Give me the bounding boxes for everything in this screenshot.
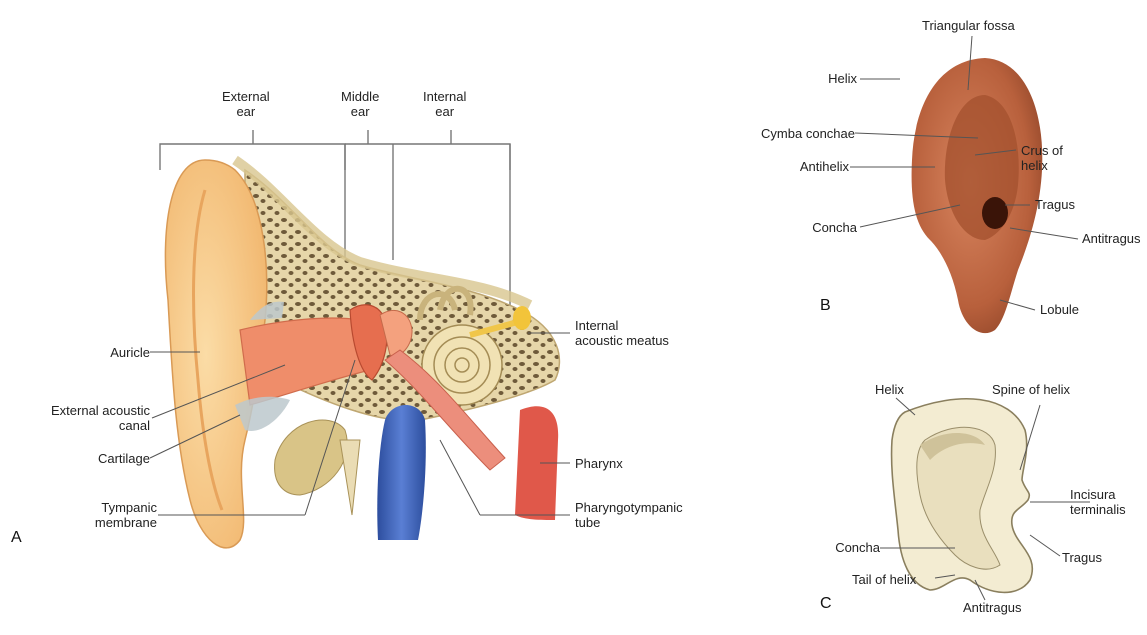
styloid-process — [340, 440, 360, 515]
label-external-ear-line1: External — [222, 89, 270, 104]
internal-ear-bracket — [393, 144, 510, 170]
label-middle-ear: Middle ear — [341, 89, 379, 119]
label-crus-line2: helix — [1021, 158, 1063, 173]
label-incisura-line1: Incisura — [1070, 487, 1126, 502]
label-internal-ear: Internal ear — [423, 89, 466, 119]
label-lobule: Lobule — [1040, 302, 1079, 317]
label-eac-line2: canal — [51, 418, 150, 433]
label-internal-acoustic-meatus: Internal acoustic meatus — [575, 318, 669, 348]
label-external-ear-line2: ear — [222, 104, 270, 119]
label-iam-line2: acoustic meatus — [575, 333, 669, 348]
label-helix-b: Helix — [828, 71, 857, 86]
label-helix-c: Helix — [875, 382, 904, 397]
label-cartilage: Cartilage — [98, 451, 150, 466]
label-external-ear: External ear — [222, 89, 270, 119]
panel-letter-a: A — [11, 530, 22, 545]
label-external-acoustic-canal: External acoustic canal — [51, 403, 150, 433]
label-cymba-conchae: Cymba conchae — [761, 126, 855, 141]
label-antitragus-c: Antitragus — [963, 600, 1022, 615]
label-tragus-c: Tragus — [1062, 550, 1102, 565]
label-crus-line1: Crus of — [1021, 143, 1063, 158]
label-antitragus-b: Antitragus — [1082, 231, 1141, 246]
ear-photo-canal — [982, 197, 1008, 229]
label-tragus-b: Tragus — [1035, 197, 1075, 212]
label-concha-b: Concha — [812, 220, 857, 235]
label-tympanic-line1: Tympanic — [95, 500, 157, 515]
label-eac-line1: External acoustic — [51, 403, 150, 418]
label-ptt-line2: tube — [575, 515, 683, 530]
label-incisura-line2: terminalis — [1070, 502, 1126, 517]
label-internal-ear-line1: Internal — [423, 89, 466, 104]
label-middle-ear-line1: Middle — [341, 89, 379, 104]
label-internal-ear-line2: ear — [423, 104, 466, 119]
label-crus-of-helix: Crus of helix — [1021, 143, 1063, 173]
mastoid-shape — [275, 420, 348, 495]
panel-letter-b: B — [820, 298, 831, 313]
label-ptt-line1: Pharyngotympanic — [575, 500, 683, 515]
label-triangular-fossa: Triangular fossa — [922, 18, 1015, 33]
label-antihelix: Antihelix — [800, 159, 849, 174]
internal-meatus-shape — [513, 306, 531, 330]
vein-shape — [377, 405, 426, 540]
label-middle-ear-line2: ear — [341, 104, 379, 119]
label-tail-of-helix: Tail of helix — [852, 572, 916, 587]
label-auricle: Auricle — [110, 345, 150, 360]
label-pharyngotympanic-tube: Pharyngotympanic tube — [575, 500, 683, 530]
label-pharynx: Pharynx — [575, 456, 623, 471]
label-tympanic-line2: membrane — [95, 515, 157, 530]
label-spine-of-helix: Spine of helix — [992, 382, 1070, 397]
label-incisura-terminalis: Incisura terminalis — [1070, 487, 1126, 517]
label-concha-c: Concha — [835, 540, 880, 555]
panel-letter-c: C — [820, 596, 832, 611]
label-iam-line1: Internal — [575, 318, 669, 333]
label-tympanic-membrane: Tympanic membrane — [95, 500, 157, 530]
